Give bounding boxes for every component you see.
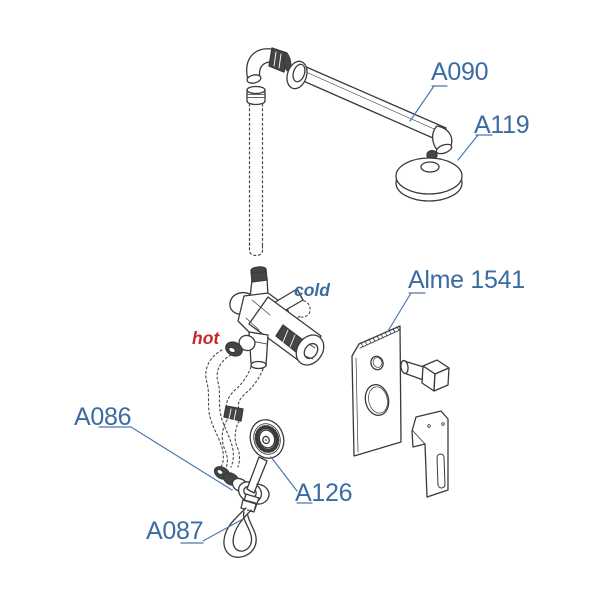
label-a119: A119 [474,111,530,139]
shower-hose-drawing [223,499,257,558]
concealed-pipe-drawing [248,103,264,257]
mixer-valve-drawing [225,266,325,370]
hot-inlet-dashed [205,349,224,470]
label-a090: A090 [431,58,489,86]
label-alme1541: Alme 1541 [408,266,525,294]
hose-elbow-fitting [223,405,244,422]
plate-small-hole [370,355,384,371]
label-a087: A087 [146,517,204,545]
hand-shower-drawing [242,419,285,512]
label-hot: hot [192,328,220,348]
leader-a126 [270,456,313,504]
pipe-top-connector [246,85,266,106]
lever-handle-drawing [411,410,449,498]
hand-shower-handle [246,456,268,494]
leader-lines [98,85,493,544]
diverter-knob-drawing [400,359,450,392]
shower-arm-drawing [286,60,453,155]
overhead-shower-drawing [395,149,463,202]
leader-a087 [180,518,244,544]
ceiling-elbow-drawing [246,47,292,84]
label-cold: cold [294,280,330,300]
leader-a119 [457,134,493,161]
hot-port-flange [238,334,256,352]
plate-large-hole [364,384,390,416]
leader-a090 [409,85,448,122]
spray-face [254,425,280,453]
plate-top-hatching [360,326,400,348]
leader-alme1541 [387,292,426,332]
trim-plate-drawing [351,325,402,457]
leader-a086 [98,426,233,491]
label-a086: A086 [74,403,132,431]
label-a126: A126 [295,479,353,507]
